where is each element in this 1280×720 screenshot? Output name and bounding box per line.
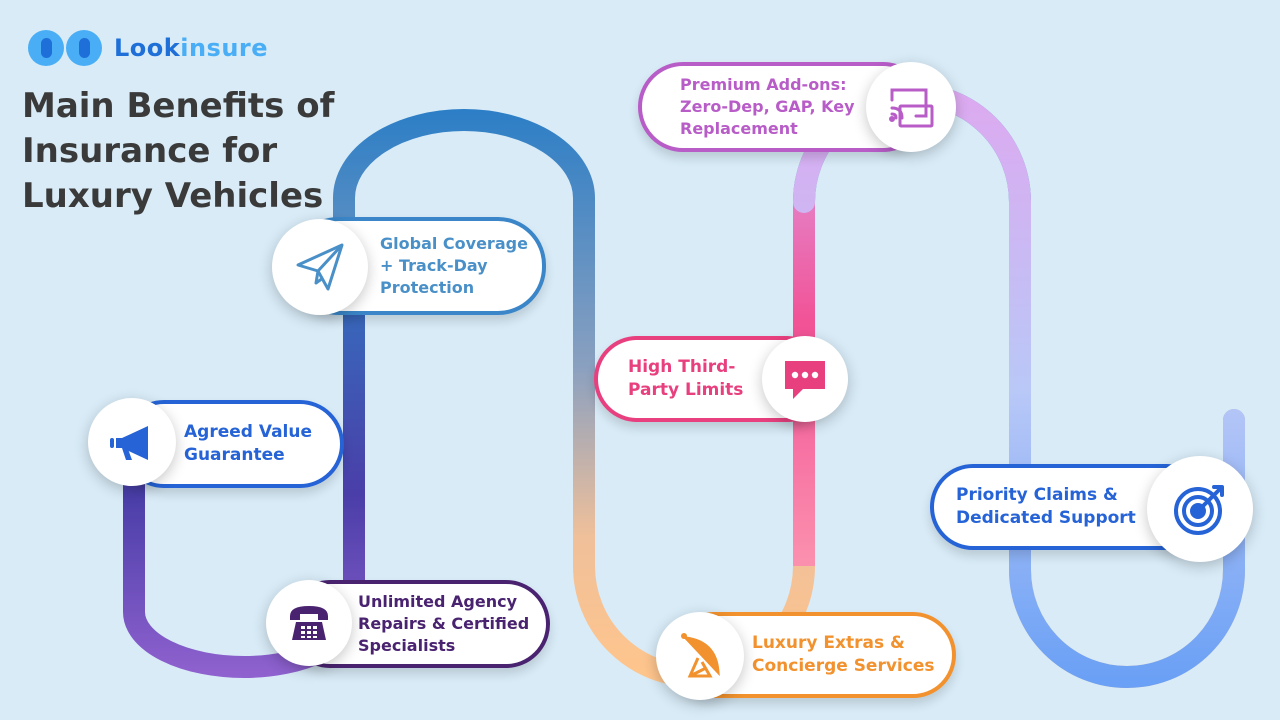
benefit-label: High Third-Party Limits — [628, 357, 744, 400]
brand-logo: Lookinsure — [28, 30, 268, 66]
brand-name-part2: insure — [180, 34, 269, 62]
benefit-label: Global Coverage + Track-Day Protection — [380, 234, 528, 297]
benefit-label: Luxury Extras & Concierge Services — [752, 633, 935, 676]
satellite-dish-icon — [656, 612, 744, 700]
brand-name-part1: Look — [114, 34, 181, 62]
paper-plane-icon — [272, 219, 368, 315]
logo-icon — [28, 30, 104, 66]
target-icon — [1147, 456, 1253, 562]
screen-cast-icon — [866, 62, 956, 152]
telephone-icon — [266, 580, 352, 666]
chat-bubble-icon — [762, 336, 848, 422]
benefit-label: Priority Claims & Dedicated Support — [956, 485, 1136, 528]
megaphone-icon — [88, 398, 176, 486]
brand-name: Lookinsure — [114, 34, 268, 62]
benefit-label: Agreed Value Guarantee — [184, 422, 313, 465]
benefit-label: Premium Add-ons: Zero-Dep, GAP, Key Repl… — [680, 75, 855, 138]
page-title: Main Benefits of Insurance for Luxury Ve… — [22, 86, 335, 216]
benefit-label: Unlimited Agency Repairs & Certified Spe… — [358, 592, 530, 655]
